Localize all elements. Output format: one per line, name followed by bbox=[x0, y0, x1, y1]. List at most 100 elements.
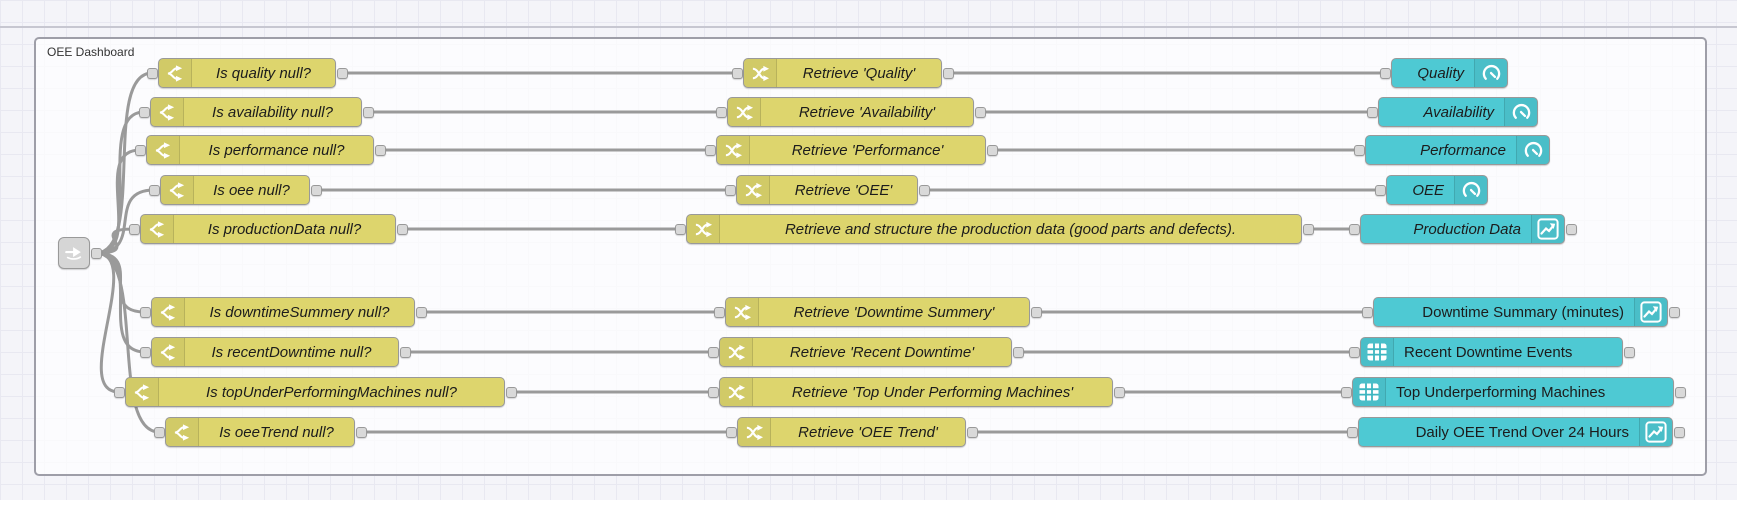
output-port[interactable] bbox=[1030, 306, 1042, 318]
output-port[interactable] bbox=[1674, 386, 1686, 398]
change-node-retrieve-downtime-summery[interactable]: Retrieve 'Downtime Summery' bbox=[725, 297, 1030, 327]
output-port[interactable] bbox=[942, 67, 954, 79]
gauge-icon bbox=[1474, 59, 1507, 87]
input-port[interactable] bbox=[1361, 306, 1373, 318]
wire-link-sw3[interactable] bbox=[94, 148, 142, 255]
node-label: Performance bbox=[1420, 141, 1506, 159]
switch-node-is-oeetrend-null[interactable]: Is oeeTrend null? bbox=[165, 417, 355, 447]
gauge-node-availability[interactable]: Availability bbox=[1378, 97, 1538, 127]
output-port[interactable] bbox=[1623, 346, 1635, 358]
change-node-retrieve-performance[interactable]: Retrieve 'Performance' bbox=[716, 135, 986, 165]
input-port[interactable] bbox=[713, 306, 725, 318]
chart-node-downtime-summary-minutes[interactable]: Downtime Summary (minutes) bbox=[1373, 297, 1668, 327]
output-port[interactable] bbox=[1012, 346, 1024, 358]
output-port[interactable] bbox=[1113, 386, 1125, 398]
wire-link-sw4[interactable] bbox=[94, 188, 156, 255]
switch-node-is-availability-null[interactable]: Is availability null? bbox=[150, 97, 362, 127]
output-port[interactable] bbox=[415, 306, 427, 318]
output-port[interactable] bbox=[505, 386, 517, 398]
switch-node-is-topunderperformingmachines-null[interactable]: Is topUnderPerformingMachines null? bbox=[125, 377, 505, 407]
input-port[interactable] bbox=[1366, 106, 1378, 118]
wire-link-sw8[interactable] bbox=[94, 251, 121, 394]
output-port[interactable] bbox=[1668, 306, 1680, 318]
change-node-retrieve-top-under-performing-machines[interactable]: Retrieve 'Top Under Performing Machines' bbox=[719, 377, 1113, 407]
gauge-node-quality[interactable]: Quality bbox=[1391, 58, 1508, 88]
node-label: Retrieve 'Downtime Summery' bbox=[793, 303, 995, 321]
input-port[interactable] bbox=[731, 67, 743, 79]
switch-node-is-recentdowntime-null[interactable]: Is recentDowntime null? bbox=[151, 337, 399, 367]
input-port[interactable] bbox=[1340, 386, 1352, 398]
change-node-retrieve-production-data[interactable]: Retrieve and structure the production da… bbox=[686, 214, 1302, 244]
change-node-retrieve-recent-downtime[interactable]: Retrieve 'Recent Downtime' bbox=[719, 337, 1012, 367]
input-port[interactable] bbox=[139, 346, 151, 358]
output-port[interactable] bbox=[966, 426, 978, 438]
node-label: Is downtimeSummery null? bbox=[209, 303, 390, 321]
input-port[interactable] bbox=[1374, 184, 1386, 196]
link-in-node[interactable] bbox=[58, 237, 90, 269]
input-port[interactable] bbox=[146, 67, 158, 79]
output-port[interactable] bbox=[396, 223, 408, 235]
input-port[interactable] bbox=[704, 144, 716, 156]
input-port[interactable] bbox=[1348, 223, 1360, 235]
switch-node-is-quality-null[interactable]: Is quality null? bbox=[158, 58, 336, 88]
switch-node-is-productiondata-null[interactable]: Is productionData null? bbox=[140, 214, 396, 244]
link-in-icon bbox=[59, 238, 89, 268]
input-port[interactable] bbox=[139, 306, 151, 318]
input-port[interactable] bbox=[707, 386, 719, 398]
output-port[interactable] bbox=[974, 106, 986, 118]
node-label: Retrieve 'OEE' bbox=[794, 181, 893, 199]
chart-node-production-data[interactable]: Production Data bbox=[1360, 214, 1565, 244]
input-port[interactable] bbox=[1379, 67, 1391, 79]
wire-link-sw7[interactable] bbox=[94, 251, 147, 354]
canvas-top-border bbox=[0, 26, 1744, 28]
wire-link-sw5[interactable] bbox=[94, 227, 136, 255]
input-port[interactable] bbox=[715, 106, 727, 118]
input-port[interactable] bbox=[725, 426, 737, 438]
input-port[interactable] bbox=[724, 184, 736, 196]
input-port[interactable] bbox=[153, 426, 165, 438]
input-port[interactable] bbox=[674, 223, 686, 235]
input-port[interactable] bbox=[148, 184, 160, 196]
gauge-icon bbox=[1504, 98, 1537, 126]
output-port[interactable] bbox=[399, 346, 411, 358]
node-label: Downtime Summary (minutes) bbox=[1422, 303, 1624, 321]
switch-node-is-oee-null[interactable]: Is oee null? bbox=[160, 175, 310, 205]
table-node-recent-downtime-events[interactable]: Recent Downtime Events bbox=[1360, 337, 1623, 367]
output-port[interactable] bbox=[986, 144, 998, 156]
change-node-retrieve-quality[interactable]: Retrieve 'Quality' bbox=[743, 58, 942, 88]
input-port[interactable] bbox=[707, 346, 719, 358]
gauge-node-oee[interactable]: OEE bbox=[1386, 175, 1488, 205]
output-port[interactable] bbox=[362, 106, 374, 118]
output-port[interactable] bbox=[1565, 223, 1577, 235]
output-port[interactable] bbox=[374, 144, 386, 156]
input-port[interactable] bbox=[113, 386, 125, 398]
input-port[interactable] bbox=[128, 223, 140, 235]
output-port[interactable] bbox=[355, 426, 367, 438]
input-port[interactable] bbox=[138, 106, 150, 118]
output-port[interactable] bbox=[1302, 223, 1314, 235]
change-node-retrieve-oee[interactable]: Retrieve 'OEE' bbox=[736, 175, 918, 205]
switch-node-is-downtimesummery-null[interactable]: Is downtimeSummery null? bbox=[151, 297, 415, 327]
output-port[interactable] bbox=[918, 184, 930, 196]
chart-node-daily-oee-trend-over-24-hours[interactable]: Daily OEE Trend Over 24 Hours bbox=[1358, 417, 1673, 447]
table-node-top-underperforming-machines[interactable]: Top Underperforming Machines bbox=[1352, 377, 1674, 407]
input-port[interactable] bbox=[134, 144, 146, 156]
input-port[interactable] bbox=[1348, 346, 1360, 358]
input-port[interactable] bbox=[1346, 426, 1358, 438]
wire-link-sw9[interactable] bbox=[94, 251, 161, 434]
output-port[interactable] bbox=[1673, 426, 1685, 438]
change-node-retrieve-availability[interactable]: Retrieve 'Availability' bbox=[727, 97, 974, 127]
node-label: Production Data bbox=[1413, 220, 1521, 238]
switch-node-is-performance-null[interactable]: Is performance null? bbox=[146, 135, 374, 165]
output-port[interactable] bbox=[336, 67, 348, 79]
gauge-node-performance[interactable]: Performance bbox=[1365, 135, 1550, 165]
switch-icon bbox=[152, 338, 185, 366]
switch-icon bbox=[152, 298, 185, 326]
output-port[interactable] bbox=[90, 247, 102, 259]
change-node-retrieve-oee-trend[interactable]: Retrieve 'OEE Trend' bbox=[737, 417, 966, 447]
output-port[interactable] bbox=[310, 184, 322, 196]
input-port[interactable] bbox=[1353, 144, 1365, 156]
node-label: OEE bbox=[1412, 181, 1444, 199]
table-icon bbox=[1361, 338, 1394, 366]
